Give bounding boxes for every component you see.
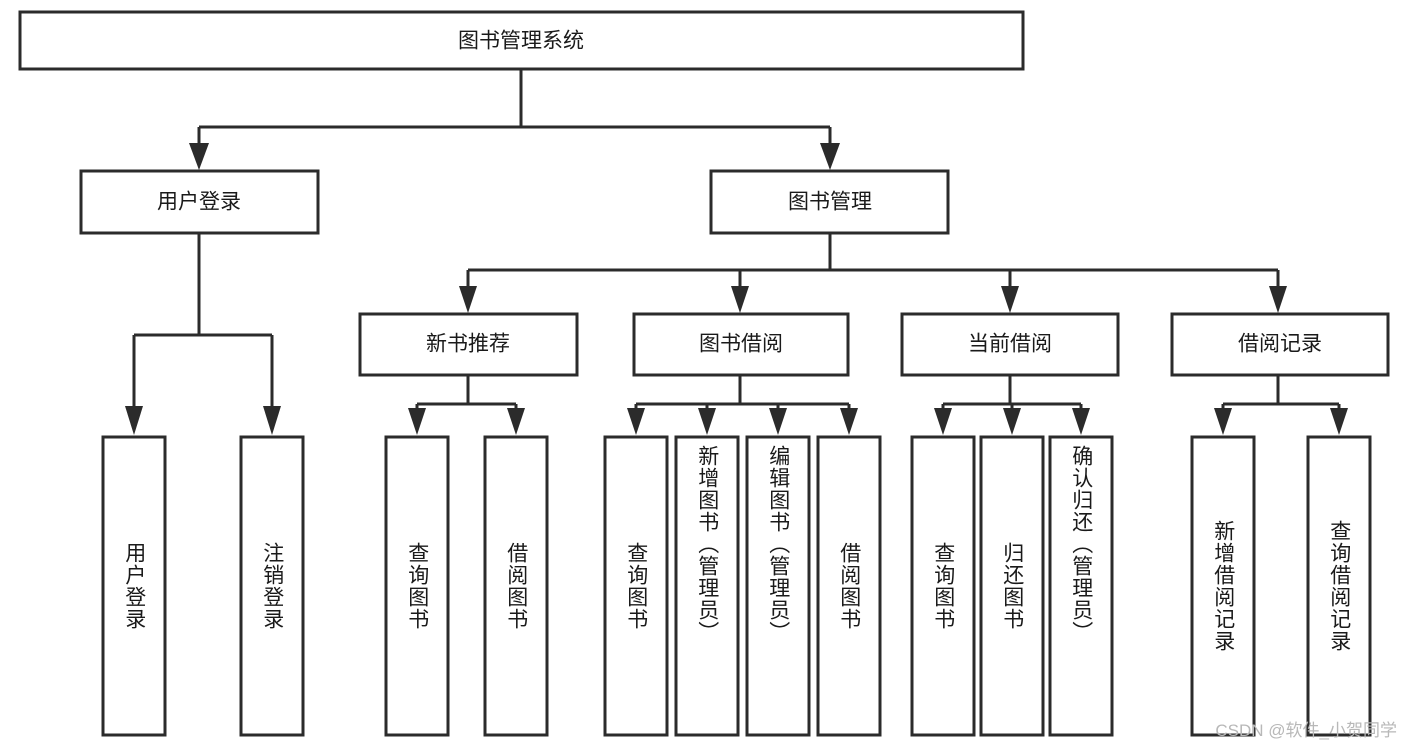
node-user-login-label: 用户登录 — [157, 191, 241, 214]
arrow-head-currentborrow-c1 — [934, 408, 952, 435]
leaf-box-query-book-current[interactable] — [910, 435, 976, 737]
leaf-box-add-borrow-record[interactable] — [1190, 435, 1256, 737]
arrow-head-borrowrecord-c1 — [1214, 408, 1232, 435]
arrow-head-newbook — [459, 286, 477, 313]
arrow-head-borrowrecord — [1269, 286, 1287, 313]
node-borrow-record-label: 借阅记录 — [1238, 333, 1322, 356]
arrow-head-borrowrecord-c2 — [1330, 408, 1348, 435]
node-current-borrow-label: 当前借阅 — [968, 333, 1052, 356]
leaf-box-add-book-admin[interactable] — [674, 435, 740, 737]
connector-group-bookborrow — [627, 375, 858, 435]
leaf-box-borrow-book[interactable] — [816, 435, 882, 737]
node-book-borrow[interactable]: 图书借阅 — [632, 312, 850, 377]
node-current-borrow[interactable]: 当前借阅 — [900, 312, 1120, 377]
node-user-login[interactable]: 用户登录 — [79, 169, 320, 235]
arrow-head-newbook-c1 — [408, 408, 426, 435]
leaf-box-confirm-return-admin[interactable] — [1048, 435, 1114, 737]
node-root-box[interactable] — [18, 10, 1025, 71]
connector-group-currentborrow — [934, 375, 1090, 435]
leaf-box-query-borrow-record[interactable] — [1306, 435, 1372, 737]
arrow-head-bookborrow-c4 — [840, 408, 858, 435]
node-borrow-record-box[interactable] — [1170, 312, 1390, 377]
arrow-head-bookborrow — [731, 286, 749, 313]
node-book-borrow-label: 图书借阅 — [699, 333, 783, 356]
arrow-head-bookborrow-c2 — [698, 408, 716, 435]
arrow-head-bookborrow-c1 — [627, 408, 645, 435]
node-current-borrow-box[interactable] — [900, 312, 1120, 377]
arrow-head-bookborrow-c3 — [769, 408, 787, 435]
node-book-management-box[interactable] — [709, 169, 950, 235]
arrow-head-userlogin-child1 — [125, 406, 143, 435]
node-borrow-record[interactable]: 借阅记录 — [1170, 312, 1390, 377]
connector-group-bookmgmt — [459, 233, 1287, 313]
leaf-box-return-book[interactable] — [979, 435, 1045, 737]
node-book-borrow-box[interactable] — [632, 312, 850, 377]
arrow-head-currentborrow-c3 — [1072, 408, 1090, 435]
leaf-box-borrow-book-recommend[interactable] — [483, 435, 549, 737]
leaf-box-query-book-borrow[interactable] — [603, 435, 669, 737]
arrow-head-userlogin-child2 — [263, 406, 281, 435]
node-new-book-recommend-label: 新书推荐 — [426, 333, 510, 356]
arrow-head-newbook-c2 — [507, 408, 525, 435]
leaf-box-query-book-recommend[interactable] — [384, 435, 450, 737]
leaf-box-edit-book-admin[interactable] — [745, 435, 811, 737]
leaf-box-logout[interactable] — [239, 435, 305, 737]
arrow-head-bookmgmt — [820, 143, 840, 170]
arrow-head-userlogin — [189, 143, 209, 170]
connector-group-root — [189, 69, 840, 170]
node-user-login-box[interactable] — [79, 169, 320, 235]
node-root-label: 图书管理系统 — [458, 30, 584, 53]
leaf-box-user-login[interactable] — [101, 435, 167, 737]
node-root[interactable]: 图书管理系统 — [18, 10, 1025, 71]
arrow-head-currentborrow-c2 — [1003, 408, 1021, 435]
node-book-management[interactable]: 图书管理 — [709, 169, 950, 235]
connector-group-borrowrecord — [1214, 375, 1348, 435]
arrow-head-currentborrow — [1001, 286, 1019, 313]
node-new-book-recommend[interactable]: 新书推荐 — [358, 312, 579, 377]
node-new-book-recommend-box[interactable] — [358, 312, 579, 377]
connector-group-userlogin — [125, 233, 281, 435]
connector-group-newbook — [408, 375, 525, 435]
leaf-boxes — [101, 435, 1372, 737]
node-book-management-label: 图书管理 — [788, 191, 872, 214]
